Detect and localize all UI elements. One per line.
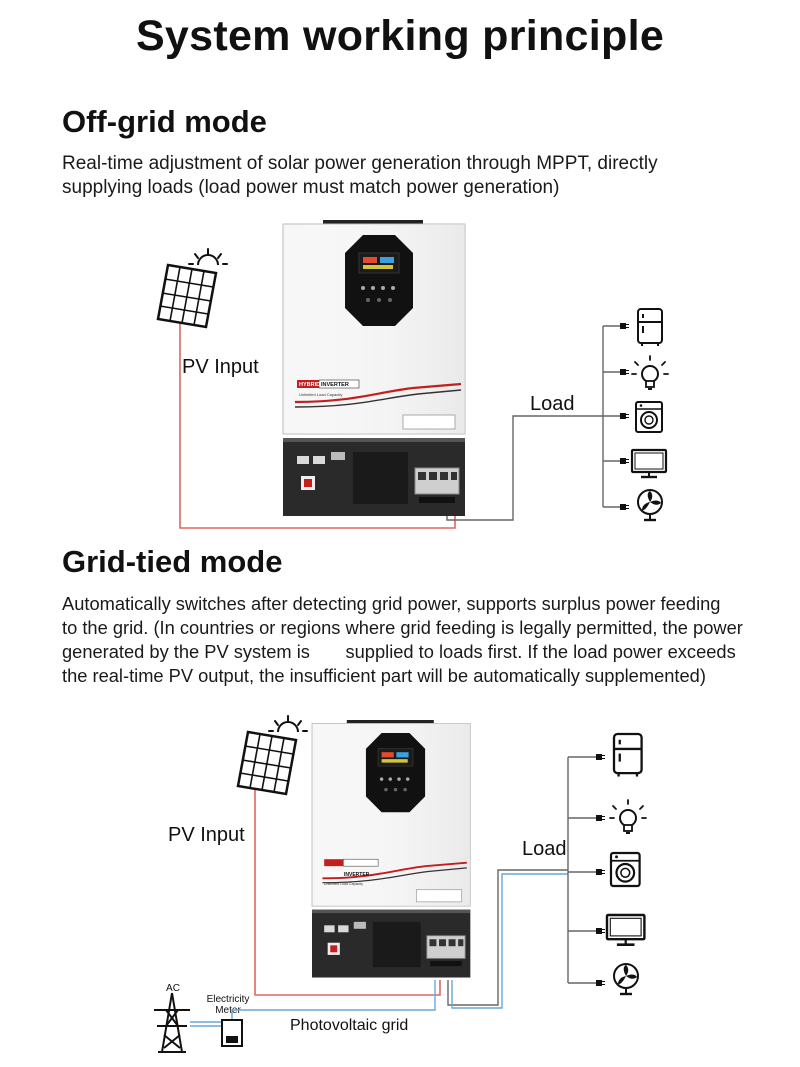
offgrid-fan-icon xyxy=(636,488,664,522)
ac-label: AC xyxy=(166,983,180,994)
gridtied-inverter-tagline: Unlimited Load Capacity xyxy=(324,882,363,886)
offgrid-inverter: HYBRID INVERTER Unlimited Load Capacity xyxy=(281,218,467,518)
gridtied-heading: Grid-tied mode xyxy=(62,544,283,579)
gridtied-fridge-icon xyxy=(612,732,643,778)
offgrid-heading: Off-grid mode xyxy=(62,104,267,139)
gridtied-inverter-model: INVERTER xyxy=(344,872,370,878)
gridtied-desc-line4: the real-time PV output, the insufficien… xyxy=(62,665,706,686)
offgrid-washer-icon xyxy=(635,401,663,433)
page-title: System working principle xyxy=(135,12,665,60)
gridtied-load-wire xyxy=(447,756,598,1009)
gridtied-description: Automatically switches after detecting g… xyxy=(62,592,743,688)
meter-label: Electricity Meter xyxy=(200,994,256,1016)
offgrid-solar-panel-icon xyxy=(156,247,229,329)
electricity-meter-icon xyxy=(221,1019,243,1047)
gridtied-desc-line1: Automatically switches after detecting g… xyxy=(62,593,721,614)
offgrid-bulb-icon xyxy=(631,355,669,390)
gridtied-monitor-icon xyxy=(605,913,646,947)
offgrid-description: Real-time adjustment of solar power gene… xyxy=(62,152,658,200)
gridtied-pv-wire xyxy=(254,783,441,996)
gridtied-pv-input-label: PV Input xyxy=(168,824,245,846)
offgrid-desc-line1: Real-time adjustment of solar power gene… xyxy=(62,153,658,174)
gridtied-inverter: HYBRID INVERTER Unlimited Load Capacity xyxy=(311,719,472,979)
meter-label-line2: Meter xyxy=(215,1005,241,1016)
gridtied-desc-line2: to the grid. (In countries or regions wh… xyxy=(62,617,743,638)
gridtied-diagram: HYBRID INVERTER Unlimited Load Capacity xyxy=(154,714,647,1053)
gridtied-fan-icon xyxy=(612,962,640,996)
offgrid-diagram: HYBRID INVERTER Unlimited Load Capacity xyxy=(156,218,669,529)
offgrid-inverter-model: INVERTER xyxy=(321,382,349,388)
gridtied-inverter-brand: HYBRID xyxy=(324,872,344,878)
offgrid-inverter-tagline: Unlimited Load Capacity xyxy=(299,392,342,397)
gridtied-load-label: Load xyxy=(522,838,567,860)
offgrid-monitor-icon xyxy=(630,448,668,479)
photovoltaic-grid-label: Photovoltaic grid xyxy=(290,1017,409,1034)
gridtied-desc-line3: generated by the PV system is supplied t… xyxy=(62,641,736,662)
offgrid-inverter-brand: HYBRID xyxy=(299,382,320,388)
gridtied-washer-icon xyxy=(609,851,641,888)
offgrid-desc-line2: supplying loads (load power must match p… xyxy=(62,177,560,198)
offgrid-load-label: Load xyxy=(530,393,575,415)
ac-tower-icon xyxy=(154,992,190,1053)
offgrid-load-wire xyxy=(446,325,622,521)
gridtied-solar-panel-icon xyxy=(236,714,309,796)
offgrid-pv-input-label: PV Input xyxy=(182,356,259,378)
gridtied-bulb-icon xyxy=(609,799,647,834)
meter-label-line1: Electricity xyxy=(206,994,250,1005)
offgrid-fridge-icon xyxy=(637,308,663,347)
